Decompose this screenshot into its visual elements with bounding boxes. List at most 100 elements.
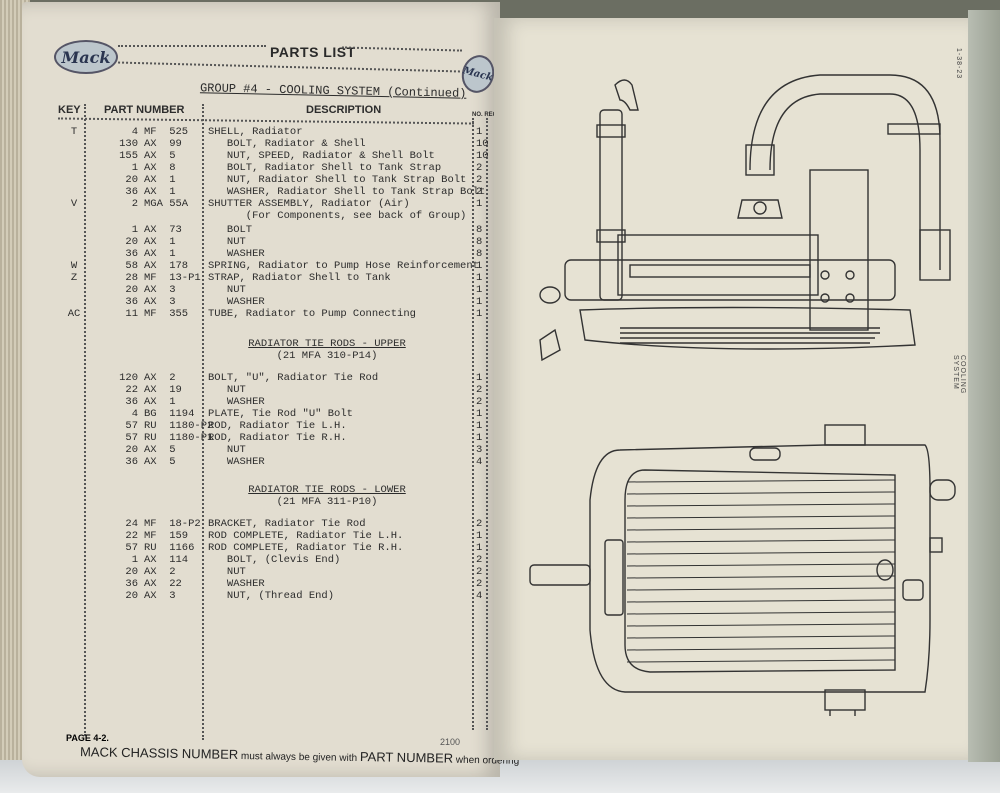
cell-pnum: 36 — [125, 578, 138, 590]
book-cover-edge — [968, 10, 1000, 762]
cell-desc: ROD, Radiator Tie R.H. — [208, 432, 347, 444]
cell-pnum: 36 — [125, 186, 138, 198]
cell-pnum: 57 — [125, 432, 138, 444]
cell-pnum: 36 — [125, 296, 138, 308]
cell-desc: NUT — [208, 236, 246, 248]
cell-desc: NUT, Radiator Shell to Tank Strap Bolt — [208, 174, 467, 186]
cell-desc: WASHER — [208, 396, 265, 408]
cell-desc: STRAP, Radiator Shell to Tank — [208, 272, 391, 284]
form-code: 2100 — [440, 737, 461, 747]
cell-qty: 2 — [476, 186, 483, 198]
cell-pnum: 57 — [125, 542, 138, 554]
cell-desc: BOLT, Radiator & Shell — [208, 138, 366, 150]
section-heading-lower: RADIATOR TIE RODS - LOWER (21 MFA 311-P1… — [212, 484, 442, 508]
cell-desc: BOLT, "U", Radiator Tie Rod — [208, 372, 379, 384]
cell-qty: 1 — [476, 432, 483, 444]
cell-qty: 4 — [476, 456, 483, 468]
cell-pnum: 58 — [125, 260, 138, 272]
cell-desc: WASHER — [208, 456, 265, 468]
mack-logo: Mack — [54, 40, 118, 74]
cell-pnum: 20 — [125, 236, 138, 248]
cell-desc: SPRING, Radiator to Pump Hose Reinforcem… — [208, 260, 479, 272]
cell-pcode: MF 18-P2 — [144, 518, 201, 530]
radiator-side-view-diagram — [539, 74, 951, 362]
cell-pnum: 20 — [125, 566, 138, 578]
cell-pcode: MF 355 — [144, 308, 189, 320]
cell-pnum: 4 — [131, 408, 138, 420]
column-divider — [472, 118, 474, 730]
cell-pnum: 120 — [119, 372, 138, 384]
cell-pcode: AX 8 — [144, 162, 176, 174]
cell-qty: 2 — [476, 162, 483, 174]
cell-pnum: 24 — [125, 518, 138, 530]
cell-pcode: AX 2 — [144, 372, 176, 384]
cell-pnum: 20 — [125, 590, 138, 602]
cell-desc: SHELL, Radiator — [208, 126, 303, 138]
cell-desc: BRACKET, Radiator Tie Rod — [208, 518, 366, 530]
cell-pcode: RU 1180-P1 — [144, 432, 214, 444]
cell-pcode: AX 1 — [144, 396, 176, 408]
cell-desc: ROD, Radiator Tie L.H. — [208, 420, 347, 432]
cell-pnum: 155 — [119, 150, 138, 162]
cell-desc: NUT — [208, 566, 246, 578]
cell-pcode: AX 3 — [144, 590, 176, 602]
cell-desc: PLATE, Tie Rod "U" Bolt — [208, 408, 353, 420]
cell-key: Z — [70, 272, 78, 284]
cell-qty: 2 — [476, 384, 483, 396]
cell-key: V — [70, 198, 78, 210]
cell-pcode: AX 2 — [144, 566, 176, 578]
cell-pnum: 28 — [125, 272, 138, 284]
cell-pcode: AX 5 — [144, 456, 176, 468]
cell-pnum: 4 — [131, 126, 138, 138]
cell-pcode: AX 1 — [144, 236, 176, 248]
section-heading-upper: RADIATOR TIE RODS - UPPER (21 MFA 310-P1… — [212, 338, 442, 362]
cell-qty: 2 — [476, 578, 483, 590]
cell-pnum: 1 — [131, 224, 138, 236]
cell-qty: 2 — [476, 554, 483, 566]
cell-pnum: 1 — [131, 162, 138, 174]
cell-pnum: 22 — [125, 384, 138, 396]
cell-desc: WASHER — [208, 296, 265, 308]
cell-qty: 2 — [476, 174, 483, 186]
logo-text: Mack — [61, 47, 111, 67]
cell-qty: 1 — [476, 272, 483, 284]
cell-pcode: AX 73 — [144, 224, 182, 236]
cell-desc: NUT, SPEED, Radiator & Shell Bolt — [208, 150, 435, 162]
cell-qty: 8 — [476, 248, 483, 260]
cell-desc: ROD COMPLETE, Radiator Tie R.H. — [208, 542, 404, 554]
cell-desc: ROD COMPLETE, Radiator Tie L.H. — [208, 530, 404, 542]
cell-desc: WASHER, Radiator Shell to Tank Strap Bol… — [208, 186, 486, 198]
cell-qty: 2 — [476, 396, 483, 408]
cell-pcode: AX 19 — [144, 384, 182, 396]
page-number: PAGE 4-2. — [66, 733, 109, 743]
column-header-key: KEY — [58, 104, 81, 116]
cell-qty: 1 — [476, 308, 483, 320]
cell-pcode: AX 3 — [144, 296, 176, 308]
cell-pcode: RU 1180-P2 — [144, 420, 214, 432]
cell-qty: 2 — [476, 566, 483, 578]
cell-pnum: 1 — [131, 554, 138, 566]
cell-pcode: BG 1194 — [144, 408, 195, 420]
cell-desc: NUT — [208, 384, 246, 396]
cell-desc: (For Components, see back of Group) — [208, 210, 467, 222]
cell-pcode: AX 3 — [144, 284, 176, 296]
page-title: PARTS LIST — [270, 44, 356, 60]
cell-qty: 8 — [476, 224, 483, 236]
cell-qty: 1 — [476, 198, 483, 210]
cell-qty: 3 — [476, 444, 483, 456]
cell-pnum: 20 — [125, 284, 138, 296]
cell-pnum: 20 — [125, 174, 138, 186]
cell-qty: 4 — [476, 590, 483, 602]
cell-pcode: RU 1166 — [144, 542, 195, 554]
cell-pnum: 36 — [125, 396, 138, 408]
column-divider — [84, 104, 86, 736]
cell-qty: 1 — [476, 542, 483, 554]
cell-desc: SHUTTER ASSEMBLY, Radiator (Air) — [208, 198, 410, 210]
cell-key: W — [70, 260, 78, 272]
section-subtitle: (21 MFA 310-P14) — [276, 350, 378, 362]
cell-pcode: AX 1 — [144, 186, 176, 198]
cell-key: AC — [67, 308, 81, 320]
column-divider — [486, 118, 488, 730]
section-title: RADIATOR TIE RODS - UPPER — [248, 338, 406, 350]
cell-pnum: 11 — [125, 308, 138, 320]
